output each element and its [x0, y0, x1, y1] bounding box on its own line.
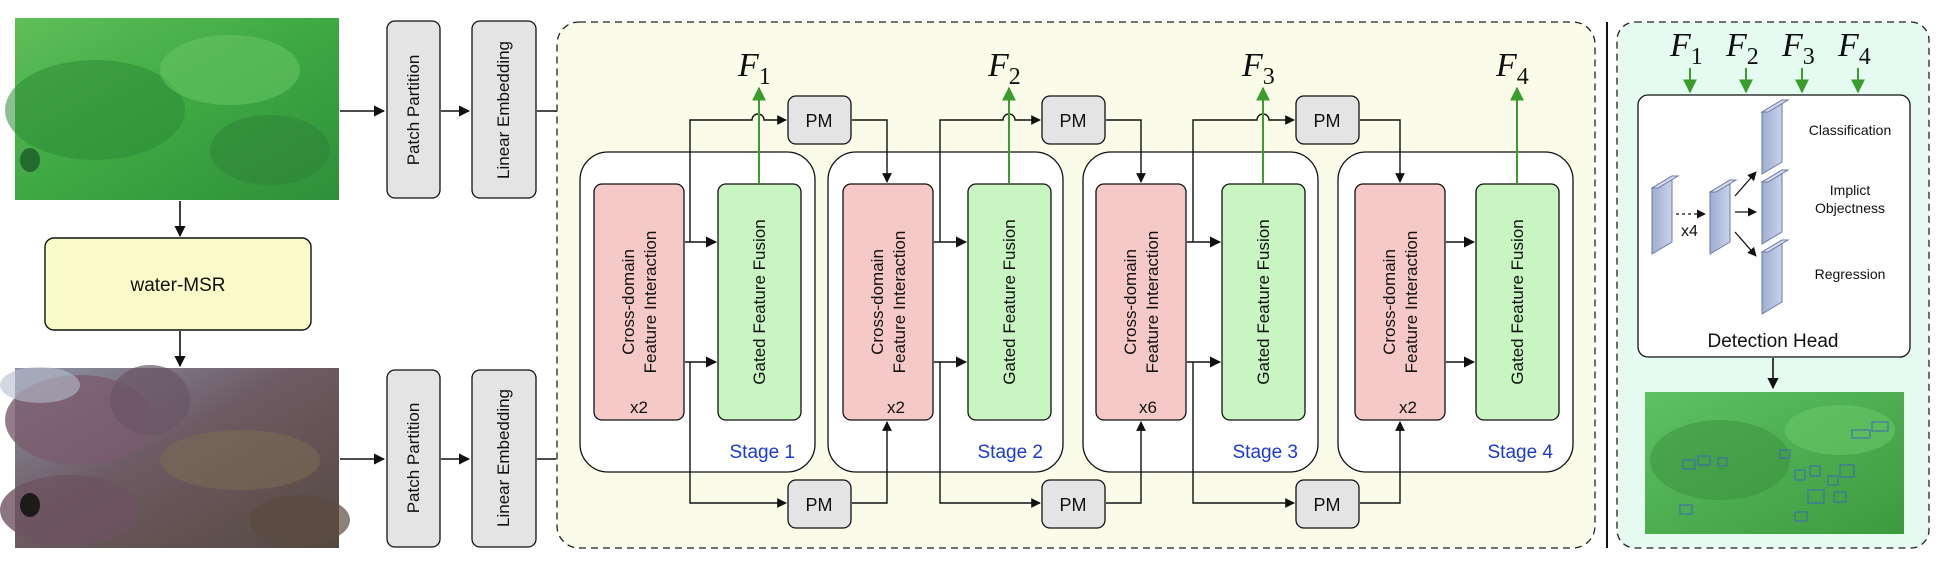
pm-bottom-3: PM: [1295, 479, 1360, 529]
svg-text:x2: x2: [1399, 398, 1417, 417]
head-input-f3: F3: [1781, 27, 1815, 70]
svg-text:Implict: Implict: [1830, 182, 1871, 198]
stage-4: Cross-domain Feature Interaction x2 Gate…: [1337, 151, 1574, 473]
head-output-regression: Regression: [1815, 266, 1886, 282]
output-f2: F2: [987, 47, 1021, 90]
stage-1: Cross-domain Feature Interaction x2 Gate…: [579, 151, 816, 473]
raw-underwater-image: [5, 18, 339, 200]
stage-2: Cross-domain Feature Interaction x2 Gate…: [827, 151, 1064, 473]
svg-text:Cross-domain: Cross-domain: [1121, 249, 1140, 355]
cross-domain-interaction-2: [842, 183, 934, 421]
svg-text:Gated Feature Fusion: Gated Feature Fusion: [750, 219, 769, 384]
cross-domain-interaction-1: [593, 183, 685, 421]
svg-text:Stage 3: Stage 3: [1233, 442, 1299, 463]
svg-text:Patch Partition: Patch Partition: [404, 55, 423, 166]
svg-text:Cross-domain: Cross-domain: [619, 249, 638, 355]
svg-text:Feature Interaction: Feature Interaction: [641, 231, 660, 374]
svg-text:Linear Embedding: Linear Embedding: [494, 389, 513, 527]
stage-3: Cross-domain Feature Interaction x6 Gate…: [1082, 151, 1319, 473]
head-input-f1: F1: [1669, 27, 1703, 70]
svg-text:Cross-domain: Cross-domain: [1380, 249, 1399, 355]
output-f3: F3: [1241, 47, 1275, 90]
svg-text:Patch Partition: Patch Partition: [404, 403, 423, 514]
pm-bottom-1: PM: [787, 479, 852, 529]
svg-text:x6: x6: [1139, 398, 1157, 417]
svg-text:Stage 4: Stage 4: [1488, 442, 1554, 463]
gated-feature-fusion-3: [1221, 183, 1306, 421]
svg-text:x2: x2: [887, 398, 905, 417]
cross-domain-interaction-3: [1095, 183, 1187, 421]
cross-domain-interaction-4: [1354, 183, 1446, 421]
detection-head-box: x4 Classification Implict Objectness Reg…: [1637, 94, 1911, 358]
head-output-classification: Classification: [1809, 122, 1891, 138]
pm-top-2: PM: [1041, 95, 1106, 145]
gated-feature-fusion-2: [967, 183, 1052, 421]
svg-text:Cross-domain: Cross-domain: [868, 249, 887, 355]
gated-feature-fusion-4: [1475, 183, 1560, 421]
head-repeat: x4: [1681, 223, 1698, 240]
pm-bottom-2: PM: [1041, 479, 1106, 529]
pm-top-1: PM: [787, 95, 852, 145]
svg-text:Gated Feature Fusion: Gated Feature Fusion: [1254, 219, 1273, 384]
svg-text:Objectness: Objectness: [1815, 200, 1885, 216]
head-input-f2: F2: [1725, 27, 1759, 70]
head-input-f4: F4: [1837, 27, 1871, 70]
water-msr-box: water-MSR: [44, 237, 312, 331]
output-f4: F4: [1495, 47, 1529, 90]
svg-text:PM: PM: [806, 495, 833, 515]
svg-text:Feature Interaction: Feature Interaction: [1402, 231, 1421, 374]
pm-top-3: PM: [1295, 95, 1360, 145]
svg-text:PM: PM: [1314, 111, 1341, 131]
gated-feature-fusion-1: [717, 183, 802, 421]
svg-text:Gated Feature Fusion: Gated Feature Fusion: [1508, 219, 1527, 384]
top-linear-embedding: Linear Embedding: [471, 20, 537, 199]
svg-text:Feature Interaction: Feature Interaction: [890, 231, 909, 374]
bottom-patch-partition: Patch Partition: [386, 369, 441, 548]
head-title: Detection Head: [1708, 331, 1839, 352]
svg-text:PM: PM: [806, 111, 833, 131]
svg-text:Stage 1: Stage 1: [730, 442, 796, 463]
svg-text:PM: PM: [1314, 495, 1341, 515]
top-patch-partition: Patch Partition: [386, 20, 441, 199]
backbone-container: [556, 21, 1596, 549]
detection-output-image: [1645, 392, 1904, 534]
enhanced-underwater-image: [0, 365, 350, 548]
output-f1: F1: [737, 47, 771, 90]
svg-text:Linear Embedding: Linear Embedding: [494, 41, 513, 179]
svg-text:Stage 2: Stage 2: [978, 442, 1044, 463]
svg-text:x2: x2: [630, 398, 648, 417]
svg-text:PM: PM: [1060, 111, 1087, 131]
svg-text:PM: PM: [1060, 495, 1087, 515]
svg-text:Feature Interaction: Feature Interaction: [1143, 231, 1162, 374]
bottom-linear-embedding: Linear Embedding: [471, 369, 537, 548]
svg-text:Gated Feature Fusion: Gated Feature Fusion: [1000, 219, 1019, 384]
water-msr-label: water-MSR: [129, 275, 225, 296]
